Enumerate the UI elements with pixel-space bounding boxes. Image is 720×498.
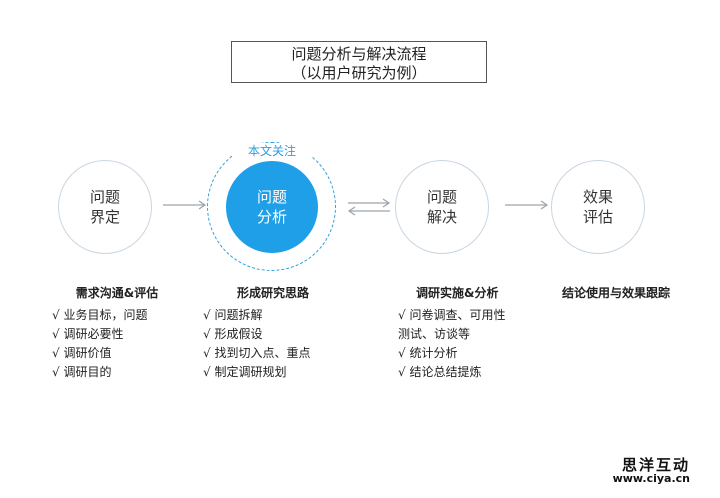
focus-label: 本文关注 [232,143,312,159]
stage-3-line1: 问题 [426,188,457,206]
stage-2-line2: 分析 [256,208,287,226]
column-research-approach: 形成研究思路 √ 问题拆解 √ 形成假设 √ 找到切入点、重点 √ 制定调研规划 [203,284,343,382]
stage-problem-analysis: 问题分析 [226,161,318,253]
column-result-tracking: 结论使用与效果跟踪 [546,284,686,306]
stage-1-line1: 问题 [89,188,120,206]
list-item: √ 业务目标，问题 [52,308,148,322]
column-research-implementation: 调研实施&分析 √ 问卷调查、可用性 测试、访谈等 √ 统计分析 √ 结论总结提… [398,284,538,382]
list-item: √ 调研必要性 [52,327,124,341]
stage-problem-solving: 问题解决 [395,160,489,254]
column-title: 调研实施&分析 [416,286,499,300]
list-item: √ 结论总结提炼 [398,365,482,379]
list-item: √ 调研目的 [52,365,112,379]
focus-ring [207,142,336,271]
list-item: √ 问卷调查、可用性 [398,308,506,322]
stage-4-line2: 评估 [582,208,613,226]
list-item: √ 统计分析 [398,346,458,360]
watermark-url: www.ciya.cn [612,472,690,485]
watermark-name: 思洋互动 [621,456,690,474]
list-item: √ 形成假设 [203,327,263,341]
column-title: 形成研究思路 [236,286,309,300]
stage-3-line2: 解决 [426,208,457,226]
stage-4-line1: 效果 [582,188,613,206]
stage-2-line1: 问题 [256,188,287,206]
column-title: 结论使用与效果跟踪 [561,286,670,300]
title-box: 问题分析与解决流程 （以用户研究为例） [231,41,487,83]
list-item: √ 找到切入点、重点 [203,346,311,360]
stage-effect-evaluation: 效果评估 [551,160,645,254]
stage-1-line2: 界定 [89,208,120,226]
column-title: 需求沟通&评估 [75,286,159,300]
title-sub: （以用户研究为例） [291,64,427,82]
list-item: 测试、访谈等 [398,327,471,341]
list-item: √ 制定调研规划 [203,365,287,379]
list-item: √ 问题拆解 [203,308,263,322]
list-item: √ 调研价值 [52,346,112,360]
stage-problem-definition: 问题界定 [58,160,152,254]
title-main: 问题分析与解决流程 [291,45,427,63]
watermark-logo: 思洋互动 www.ciya.cn [613,458,690,486]
column-requirements: 需求沟通&评估 √ 业务目标，问题 √ 调研必要性 √ 调研价值 √ 调研目的 [52,284,182,382]
